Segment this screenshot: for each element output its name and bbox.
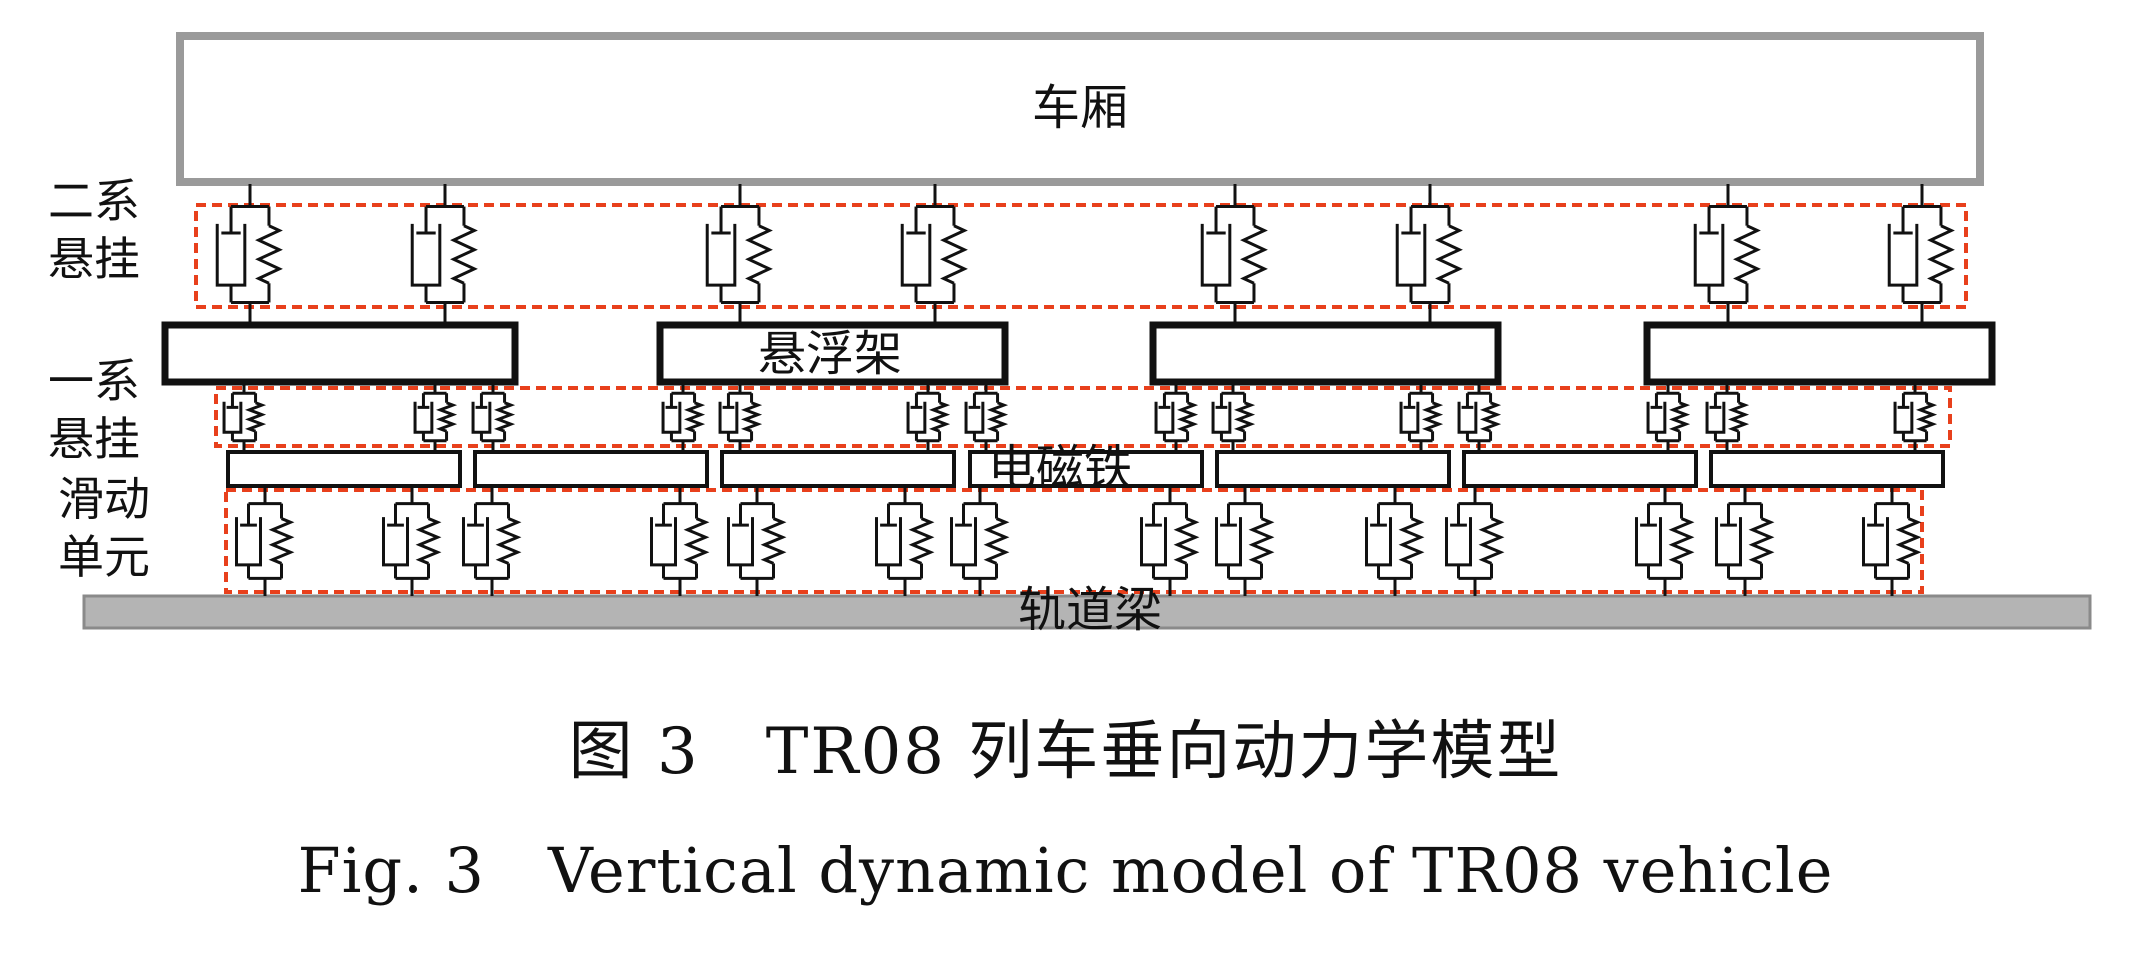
dynamic-model-diagram <box>82 32 2092 630</box>
primary-spring-damper-14 <box>1893 382 1938 452</box>
primary-suspension-label-line2: 悬挂 <box>48 412 140 466</box>
electromagnet-3 <box>720 450 956 488</box>
primary-spring-damper-10 <box>1399 382 1444 452</box>
primary-spring-damper-1 <box>222 382 267 452</box>
secondary-spring-damper-6 <box>1395 184 1463 325</box>
levitation-frame-2 <box>656 321 1009 386</box>
levitation-frame-1 <box>161 321 519 386</box>
primary-spring-damper-7 <box>964 382 1009 452</box>
sliding-spring-damper-10 <box>1365 486 1425 596</box>
sliding-spring-damper-5 <box>727 486 787 596</box>
electromagnet-4 <box>968 450 1204 488</box>
sliding-spring-damper-12 <box>1635 486 1695 596</box>
sliding-unit-label-line1: 滑动 <box>58 472 150 526</box>
secondary-spring-damper-2 <box>410 184 478 325</box>
electromagnet-1 <box>226 450 462 488</box>
primary-spring-damper-5 <box>718 382 763 452</box>
sliding-spring-damper-4 <box>650 486 710 596</box>
sliding-spring-damper-8 <box>1140 486 1200 596</box>
car-body-label: 车厢 <box>1031 80 1129 136</box>
sliding-spring-damper-2 <box>382 486 442 596</box>
primary-spring-damper-13 <box>1705 382 1750 452</box>
primary-suspension-label: 一系 悬挂 <box>48 352 140 468</box>
sliding-unit-label: 滑动 单元 <box>58 470 150 586</box>
secondary-spring-damper-1 <box>215 184 283 325</box>
primary-spring-damper-9 <box>1211 382 1256 452</box>
levitation-frame-3 <box>1149 321 1502 386</box>
electromagnet-label: 电磁铁 <box>987 440 1133 496</box>
primary-spring-damper-12 <box>1646 382 1691 452</box>
secondary-spring-damper-7 <box>1693 184 1761 325</box>
primary-spring-damper-6 <box>906 382 951 452</box>
primary-spring-damper-4 <box>661 382 706 452</box>
electromagnet-6 <box>1462 450 1698 488</box>
track-beam-bar <box>82 594 2092 630</box>
secondary-spring-damper-8 <box>1887 184 1955 325</box>
sliding-spring-damper-1 <box>235 486 295 596</box>
electromagnet-5 <box>1215 450 1451 488</box>
sliding-unit-label-line2: 单元 <box>58 530 150 584</box>
electromagnet-7 <box>1709 450 1945 488</box>
sliding-spring-damper-11 <box>1445 486 1505 596</box>
sliding-spring-damper-9 <box>1215 486 1275 596</box>
primary-spring-damper-11 <box>1457 382 1502 452</box>
caption-chinese: 图 3 TR08 列车垂向动力学模型 <box>568 715 1563 789</box>
secondary-suspension-label-line2: 悬挂 <box>48 232 140 286</box>
levitation-frame-4 <box>1643 321 1996 386</box>
primary-spring-damper-8 <box>1154 382 1199 452</box>
primary-spring-damper-3 <box>471 382 516 452</box>
secondary-spring-damper-5 <box>1200 184 1268 325</box>
secondary-suspension-group <box>194 203 1968 309</box>
track-beam-label: 轨道梁 <box>1017 582 1163 638</box>
sliding-spring-damper-14 <box>1862 486 1922 596</box>
secondary-spring-damper-3 <box>705 184 773 325</box>
electromagnet-2 <box>473 450 709 488</box>
primary-suspension-group <box>214 386 1952 448</box>
secondary-suspension-label: 二系 悬挂 <box>48 172 140 288</box>
levitation-frame-label: 悬浮架 <box>757 326 903 382</box>
sliding-spring-damper-7 <box>950 486 1010 596</box>
secondary-suspension-label-line1: 二系 <box>48 174 140 228</box>
car-body-box <box>176 32 1984 186</box>
secondary-spring-damper-4 <box>900 184 968 325</box>
sliding-spring-damper-6 <box>875 486 935 596</box>
sliding-unit-group <box>224 488 1924 594</box>
sliding-spring-damper-13 <box>1715 486 1775 596</box>
sliding-spring-damper-3 <box>462 486 522 596</box>
primary-suspension-label-line1: 一系 <box>48 354 140 408</box>
caption-english: Fig. 3 Vertical dynamic model of TR08 ve… <box>297 834 1834 907</box>
primary-spring-damper-2 <box>413 382 458 452</box>
